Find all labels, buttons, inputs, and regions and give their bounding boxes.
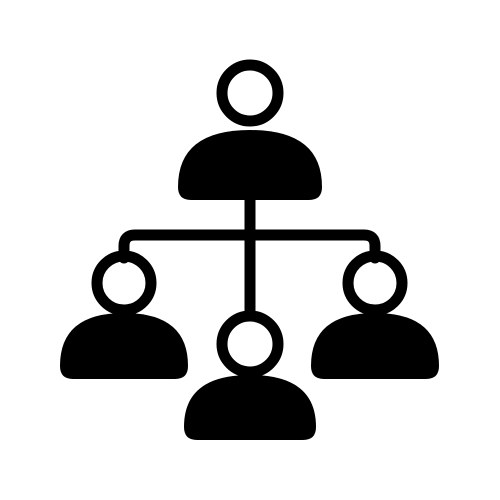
branch-connector <box>118 229 381 264</box>
right-person-body-icon <box>311 313 439 379</box>
right-person-icon <box>311 250 439 379</box>
bottom-person-body-icon <box>184 375 316 440</box>
bottom-person-head-icon <box>216 310 284 378</box>
top-person-icon <box>178 59 322 200</box>
left-person-head-icon <box>91 250 157 316</box>
connector-lines <box>118 189 381 326</box>
top-person-body-icon <box>178 130 322 200</box>
bottom-person-icon <box>184 310 316 440</box>
right-person-head-icon <box>342 250 408 316</box>
left-person-icon <box>60 250 188 379</box>
left-person-body-icon <box>60 313 188 379</box>
top-person-head-icon <box>216 59 284 127</box>
